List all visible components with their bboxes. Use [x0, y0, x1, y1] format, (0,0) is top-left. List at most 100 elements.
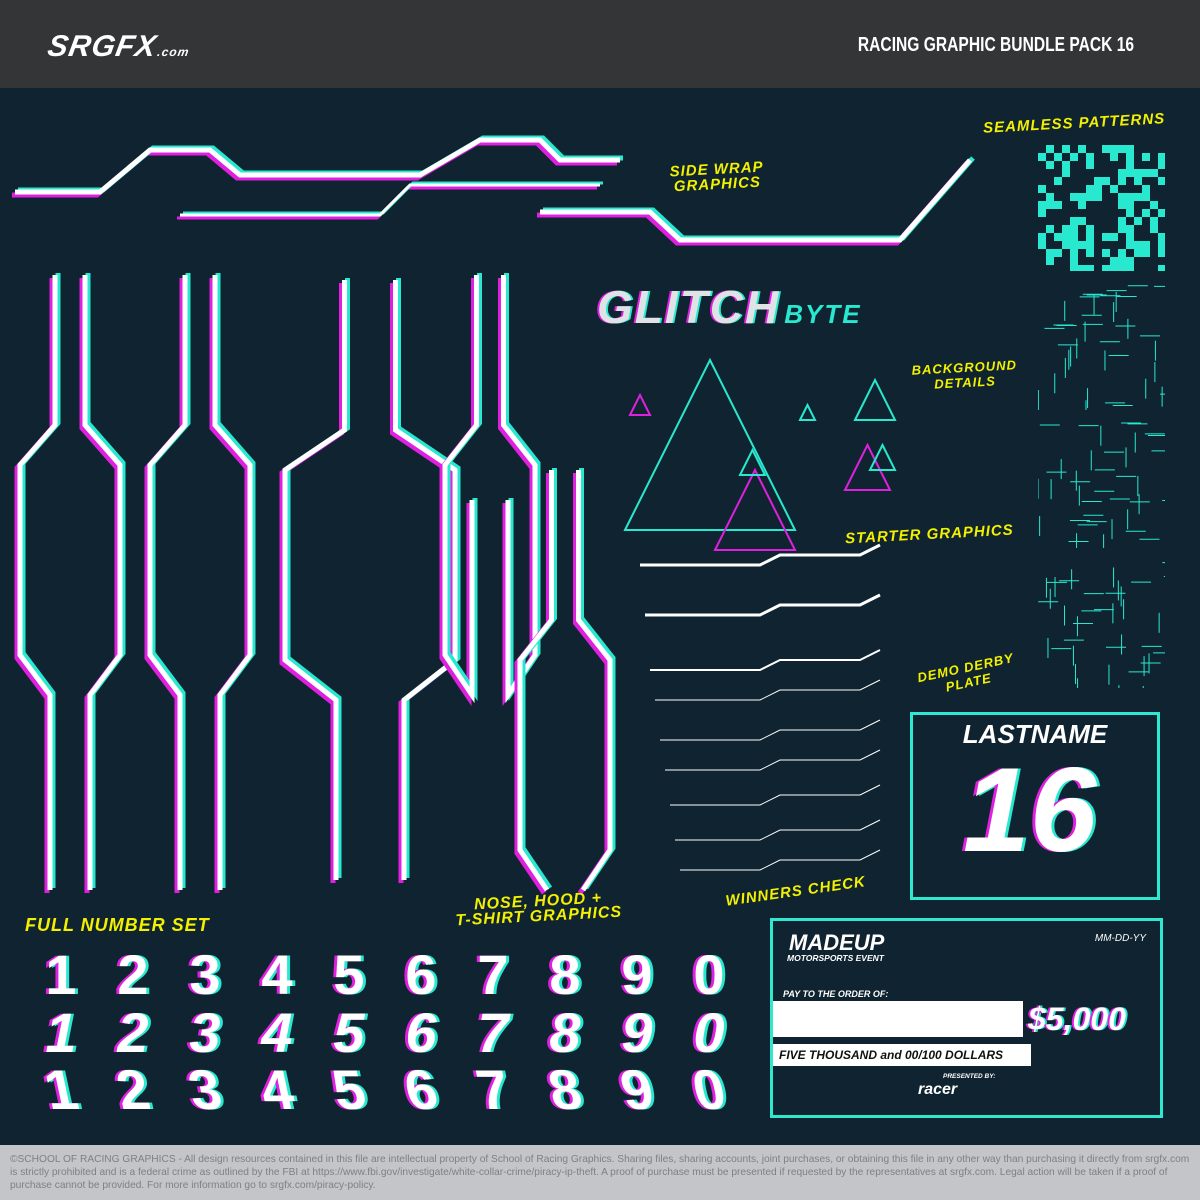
glitch-stripe	[180, 183, 600, 217]
glitch-stripe	[504, 273, 541, 702]
number-glyph: 0	[693, 943, 725, 1006]
starter-stripe	[660, 719, 881, 741]
demo-derby-plate: LASTNAME 16	[910, 712, 1160, 900]
number-glyph: 9	[621, 943, 653, 1006]
triangle-detail	[868, 442, 897, 471]
glitch-stripe	[390, 283, 455, 883]
number-glyph: 3	[182, 1058, 228, 1121]
glitch-stripe	[17, 275, 58, 890]
glitch-stripe	[279, 283, 344, 883]
glitch-stripe	[20, 273, 61, 888]
triangle-detail	[853, 377, 897, 421]
starter-stripe	[670, 784, 881, 806]
number-glyph: 4	[254, 1058, 300, 1121]
number-glyph: 6	[398, 1058, 444, 1121]
triangle-detail	[843, 442, 892, 491]
number-glyph: 2	[117, 1001, 149, 1064]
plate-number: 16	[963, 743, 1097, 877]
glitch-graphics-art	[12, 135, 975, 895]
number-glyph: 5	[333, 1001, 365, 1064]
glitch-stripe	[442, 275, 479, 704]
number-glyph: 2	[117, 943, 149, 1006]
copyright-footer: ©SCHOOL OF RACING GRAPHICS - All design …	[0, 1145, 1200, 1200]
glitch-stripe	[445, 273, 482, 702]
number-glyph: 4	[261, 943, 293, 1006]
triangle-detail	[713, 467, 797, 551]
number-glyph: 5	[333, 943, 365, 1006]
check-event-sub: MOTORSPORTS EVENT	[787, 953, 884, 963]
label-full-number-set: FULL NUMBER SET	[25, 915, 210, 935]
number-glyph: 9	[614, 1058, 660, 1121]
number-glyph: 1	[45, 943, 77, 1006]
pattern-tile-maze	[1038, 422, 1165, 548]
glitch-stripe	[150, 273, 191, 888]
triangle-detail	[623, 357, 797, 531]
starter-stripe	[645, 593, 881, 617]
number-glyph: 7	[477, 943, 509, 1006]
header-bar: SRGFX.com RACING GRAPHIC BUNDLE PACK 16	[0, 0, 1200, 88]
glitch-stripe	[396, 278, 461, 878]
glitch-stripe	[79, 278, 120, 893]
glitch-stripe	[85, 273, 126, 888]
glitch-stripe	[514, 473, 551, 895]
number-glyph: 2	[110, 1058, 156, 1121]
starter-stripe	[640, 543, 881, 567]
starter-stripe	[655, 679, 881, 701]
glitch-stripe	[498, 278, 535, 707]
number-glyph: 8	[549, 1001, 581, 1064]
glitch-stripe	[82, 275, 123, 890]
glitch-stripe	[517, 470, 554, 892]
number-glyph: 4	[261, 1001, 293, 1064]
glitch-stripe	[14, 278, 55, 893]
pattern-tile-pixel	[1038, 145, 1165, 271]
glitch-stripe	[215, 273, 256, 888]
glitch-stripe	[15, 137, 620, 195]
number-glyph: 0	[693, 1001, 725, 1064]
glitch-stripe	[147, 275, 188, 890]
number-glyph: 6	[405, 943, 437, 1006]
check-pay-to-label: PAY TO THE ORDER OF:	[783, 989, 889, 999]
pack-title: RACING GRAPHIC BUNDLE PACK 16	[857, 34, 1134, 56]
number-glyph: 1	[38, 1058, 84, 1121]
starter-stripe	[675, 819, 881, 841]
glitch-stripe	[209, 278, 250, 893]
number-glyph: 0	[686, 1058, 732, 1121]
winners-check: MADEUP MOTORSPORTS EVENT MM-DD-YY PAY TO…	[770, 918, 1163, 1118]
check-sponsor-logo: racer	[918, 1081, 958, 1098]
check-amount: $5,000	[1028, 1001, 1126, 1037]
number-glyph: 7	[477, 1001, 509, 1064]
starter-stripe	[665, 749, 881, 771]
check-payee-field	[773, 1001, 1023, 1037]
pattern-tile-lines	[1038, 284, 1165, 410]
number-glyph: 3	[189, 1001, 221, 1064]
glitch-stripe	[540, 158, 972, 243]
starter-stripe	[650, 649, 881, 671]
glitch-stripe	[212, 275, 253, 890]
check-presented-by: PRESENTED BY:	[943, 1073, 996, 1080]
number-glyph: 8	[549, 943, 581, 1006]
check-amount-words: FIVE THOUSAND and 00/100 DOLLARS	[773, 1044, 1031, 1066]
pattern-tile-triangles	[1038, 562, 1165, 688]
number-glyph: 9	[621, 1001, 653, 1064]
number-glyph: 5	[326, 1058, 372, 1121]
glitch-stripe	[144, 278, 185, 893]
glitch-stripe	[439, 278, 476, 707]
glitch-stripe	[501, 275, 538, 704]
number-glyph: 1	[45, 1001, 77, 1064]
triangle-detail	[798, 402, 817, 421]
number-glyph: 6	[405, 1001, 437, 1064]
glitch-stripe	[282, 280, 347, 880]
triangle-detail	[738, 447, 767, 476]
plate-name: LASTNAME	[962, 719, 1108, 749]
number-glyph: 7	[470, 1058, 516, 1121]
check-date: MM-DD-YY	[1094, 933, 1146, 944]
glitch-stripe	[393, 280, 458, 880]
number-glyph: 3	[189, 943, 221, 1006]
starter-stripe	[680, 849, 881, 871]
